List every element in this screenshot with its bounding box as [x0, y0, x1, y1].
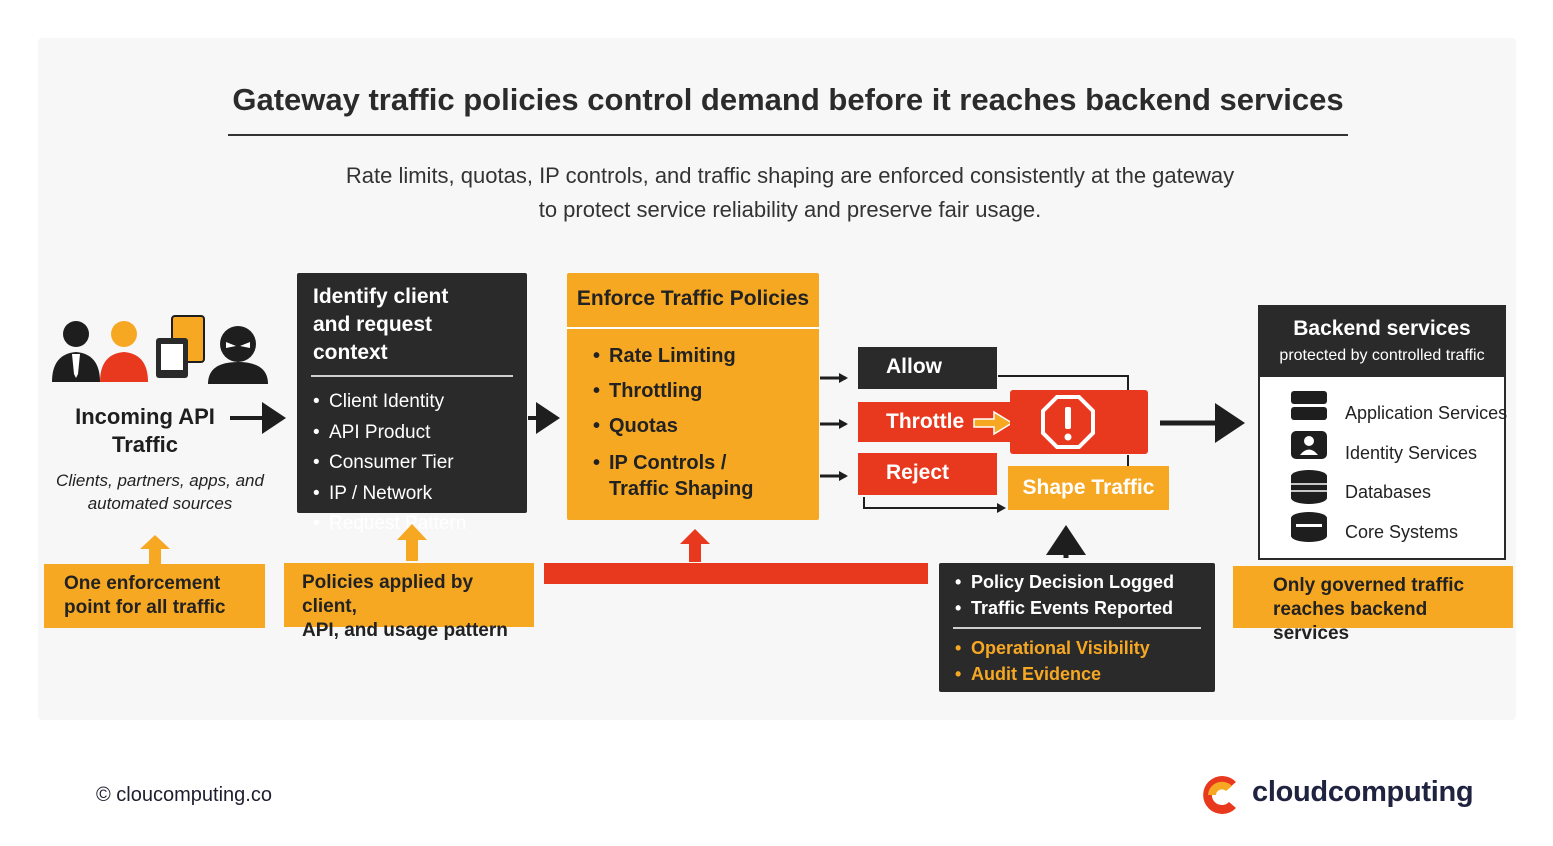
throttle-label: Throttle [886, 410, 965, 433]
allow-outcome: Allow [858, 347, 997, 389]
subtitle-line-1: Rate limits, quotas, IP controls, and tr… [345, 163, 1235, 188]
identify-title-line-2: and request context [313, 313, 433, 364]
note-enforcement-line-2: point for all traffic [64, 597, 226, 618]
policies-up-arrow [397, 524, 427, 561]
shape-traffic-outcome: Shape Traffic [1008, 466, 1169, 510]
enforcement-up-arrow [140, 535, 170, 564]
note-governed-line-1: Only governed traffic [1273, 575, 1465, 596]
throttle-arrow-icon [973, 410, 1014, 436]
identify-item: Consumer Tier [313, 448, 527, 479]
diagram-title: Gateway traffic policies control demand … [232, 82, 1344, 117]
title-divider [228, 134, 1348, 136]
identify-item: Request Pattern [313, 509, 527, 540]
identify-item: IP / Network [313, 479, 527, 510]
enforce-item: Rate Limiting [593, 339, 819, 374]
enforce-policies-box: Enforce Traffic Policies Rate Limiting T… [567, 273, 819, 520]
identity-icon [1291, 431, 1327, 459]
logging-item: Policy Decision Logged [955, 569, 1215, 595]
api-clients-icon [52, 315, 268, 384]
backend-icons [1291, 391, 1327, 542]
incoming-desc-line-2: automated sources [87, 494, 233, 513]
identify-client-box: Identify client and request context Clie… [297, 273, 527, 539]
incoming-title-line-2: Traffic [111, 432, 179, 457]
identify-item: API Product [313, 418, 527, 449]
note-policies-line-1: Policies applied by client, [302, 572, 474, 617]
note-governed-line-2: reaches backend services [1273, 599, 1428, 644]
enforce-item-ip-controls: IP Controls / [609, 452, 727, 474]
note-policies-applied: Policies applied by client, API, and usa… [284, 563, 534, 641]
enforce-item: Quotas [593, 409, 819, 444]
enforcement-bar [544, 563, 928, 584]
reject-outcome: Reject [858, 453, 997, 495]
backend-item-application-services: Application Services [1345, 403, 1508, 423]
backend-item-databases: Databases [1345, 482, 1432, 502]
incoming-title-line-1: Incoming API [75, 404, 215, 429]
backend-subtitle: protected by controlled traffic [1279, 347, 1485, 364]
enforce-divider [567, 327, 819, 329]
enforce-up-arrow [680, 529, 710, 562]
warning-octagon-icon [1041, 395, 1095, 449]
subtitle-line-2: to protect service reliability and prese… [538, 197, 1042, 222]
enforce-item: IP Controls / Traffic Shaping [593, 450, 819, 502]
cloudcomputing-logo-icon [1203, 776, 1236, 814]
note-governed-traffic: Only governed traffic reaches backend se… [1233, 566, 1513, 644]
enforce-item-traffic-shaping: Traffic Shaping [609, 478, 754, 500]
enforce-title: Enforce Traffic Policies [576, 287, 810, 310]
logging-highlight-item: Operational Visibility [955, 635, 1215, 661]
logging-highlight-item: Audit Evidence [955, 661, 1215, 687]
incoming-desc-line-1: Clients, partners, apps, and [56, 471, 264, 490]
throttle-outcome: Throttle [858, 402, 1014, 442]
backend-title: Backend services [1293, 317, 1471, 340]
identify-item: Client Identity [313, 387, 527, 418]
note-enforcement-line-1: One enforcement [64, 573, 221, 594]
core-systems-icon [1291, 512, 1327, 542]
logging-box: Policy Decision Logged Traffic Events Re… [939, 563, 1215, 692]
note-enforcement-point: One enforcement point for all traffic [44, 564, 265, 628]
note-policies-line-2: API, and usage pattern [302, 620, 508, 641]
throttle-warning-panel [1010, 390, 1148, 454]
logging-item: Traffic Events Reported [955, 595, 1215, 621]
backend-item-identity-services: Identity Services [1345, 442, 1478, 463]
server-icon [1291, 391, 1327, 420]
enforce-item: Throttling [593, 374, 819, 409]
identify-title-line-1: Identify client [313, 285, 449, 308]
database-icon [1291, 470, 1327, 504]
logging-divider [953, 627, 1201, 629]
identify-divider [311, 375, 513, 377]
footer-copyright: © cloucomputing.co [96, 784, 272, 806]
footer-brand: cloudcomputing [1252, 776, 1474, 808]
backend-item-core-systems: Core Systems [1345, 521, 1459, 542]
